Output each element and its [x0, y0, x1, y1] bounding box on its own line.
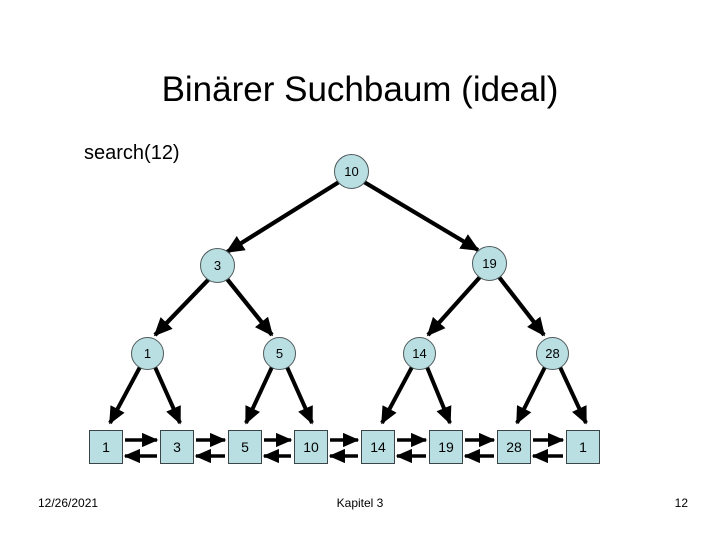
search-annotation-label: search(12): [84, 142, 180, 164]
edge-10-3: [225, 180, 341, 254]
tree-edges: [108, 180, 588, 425]
edge-28-leaf6: [515, 366, 547, 425]
leaf-link-arrows: [123, 432, 565, 464]
edge-19-14: [426, 275, 482, 337]
footer-chapter: Kapitel 3: [336, 496, 384, 510]
edge-14-leaf4: [380, 366, 414, 425]
tree-node-19[interactable]: 19: [472, 246, 507, 281]
footer-page-number: 12: [674, 496, 688, 510]
page-title: Binärer Suchbaum (ideal): [161, 70, 559, 110]
leaf-node-0[interactable]: 1: [89, 430, 123, 464]
edge-1-leaf1: [153, 366, 182, 425]
leaf-node-5[interactable]: 19: [429, 430, 463, 464]
edge-5-leaf3: [285, 366, 314, 425]
tree-node-14[interactable]: 14: [403, 337, 436, 370]
footer-date: 12/26/2021: [38, 496, 99, 510]
leaf-node-6[interactable]: 28: [497, 430, 531, 464]
tree-node-1[interactable]: 1: [131, 337, 164, 370]
leaf-node-3[interactable]: 10: [294, 430, 328, 464]
leaf-node-7[interactable]: 1: [566, 430, 600, 464]
tree-node-5[interactable]: 5: [263, 337, 296, 370]
leaf-node-4[interactable]: 14: [361, 430, 395, 464]
leaf-node-1[interactable]: 3: [160, 430, 194, 464]
tree-node-3[interactable]: 3: [200, 248, 235, 283]
tree-node-28[interactable]: 28: [536, 337, 569, 370]
leaf-node-2[interactable]: 5: [228, 430, 262, 464]
edge-28-leaf7: [558, 366, 588, 425]
edge-14-leaf5: [425, 366, 452, 425]
edge-3-1: [153, 277, 211, 337]
edge-5-leaf2: [244, 366, 274, 425]
tree-node-root[interactable]: 10: [334, 154, 369, 189]
edge-10-19: [362, 180, 480, 252]
edge-3-5: [225, 277, 274, 337]
edge-1-leaf0: [108, 366, 142, 425]
edge-19-28: [497, 275, 546, 337]
